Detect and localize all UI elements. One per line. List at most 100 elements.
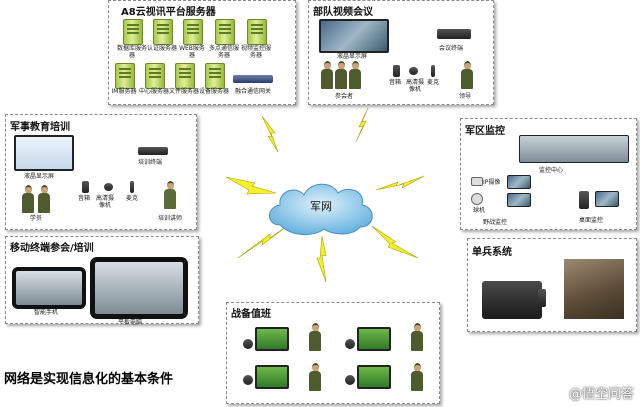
desktop-screen-icon [595, 191, 619, 207]
student-icon [38, 185, 50, 213]
monitor-center-label: 监控中心 [539, 167, 564, 174]
education-panel: 军事教育培训 液晶显示屏 培训终端 学员 音箱 高清摄像机 麦克 培训讲师 [5, 114, 197, 230]
server-label: IM服务器 [111, 88, 137, 95]
server-label: 多点通信服务器 [209, 45, 240, 59]
server-label: 认证服务器 [147, 45, 178, 52]
education-mic-label: 麦克 [126, 195, 139, 202]
education-screen-label: 液晶显示屏 [24, 173, 55, 180]
duty-officer-icon [309, 323, 321, 351]
monitor-center-icon [519, 135, 629, 163]
monitoring-panel: 军区监控 监控中心 IP摄像 球机 野战监控 桌面监控 [460, 118, 637, 230]
gateway-icon [233, 75, 273, 83]
field-terminal-icon [482, 281, 542, 319]
conference-panel: 部队视频会议 液晶显示屏 会议终端 参会者 音箱 高清摄像机 麦克 领导 [308, 0, 494, 105]
speaker-icon [393, 65, 400, 77]
servers-panel: A8云视讯平台服务器 数据库服务器 认证服务器 WEB服务器 多点通信服务器 视… [108, 0, 296, 105]
soldier-title: 单兵系统 [472, 247, 512, 258]
bolt-to-duty [316, 235, 327, 283]
server-label: 融合通信网关 [235, 88, 272, 95]
network-label: 军网 [310, 200, 332, 213]
network-cloud [269, 183, 373, 235]
bolt-to-education [225, 176, 277, 195]
server-icon [145, 63, 165, 89]
bolt-to-monitoring [375, 175, 425, 191]
server-icon [123, 19, 143, 45]
phone-label: 智能手机 [34, 309, 59, 316]
leader-label: 领导 [459, 93, 472, 100]
server-icon [115, 63, 135, 89]
headset-icon [243, 339, 253, 349]
desktop-tower-icon [579, 191, 589, 209]
duty-monitor-icon [255, 365, 289, 389]
server-icon [215, 19, 235, 45]
terminal-icon [138, 147, 168, 155]
conference-camera-label: 高清摄像机 [405, 79, 424, 93]
server-label: 文件服务器 [169, 88, 200, 95]
mic-icon [431, 65, 435, 77]
duty-officer-icon [411, 363, 423, 391]
participant-icon [321, 61, 333, 89]
field-screen-icon [507, 193, 531, 207]
server-label: WEB服务器 [179, 45, 205, 59]
ball-camera-label: 球机 [473, 207, 486, 214]
headset-icon [243, 375, 253, 385]
participant-label: 参会者 [335, 93, 354, 100]
bolt-to-mobile [237, 223, 291, 259]
server-icon [153, 19, 173, 45]
conference-audio-label: 音箱 [389, 79, 402, 86]
trainer-icon [164, 181, 176, 209]
participant-icon [349, 61, 361, 89]
trainer-label: 培训讲师 [158, 215, 183, 222]
education-terminal-label: 培训终端 [138, 159, 163, 166]
bolt-to-conference [355, 107, 369, 143]
server-label: 中心服务器 [139, 88, 170, 95]
education-title: 军事教育培训 [10, 122, 70, 133]
lcd-screen-icon [319, 19, 389, 53]
education-camera-label: 高清摄像机 [95, 195, 114, 209]
tablet-icon [90, 257, 188, 319]
duty-monitor-icon [357, 365, 391, 389]
soldier-photo [564, 259, 624, 319]
student-icon [22, 185, 34, 213]
duty-officer-icon [309, 363, 321, 391]
server-label: 视频监控服务器 [241, 45, 272, 59]
tablet-label: 平板电脑 [118, 319, 143, 326]
lcd-screen-icon [14, 135, 74, 171]
headset-icon [345, 375, 355, 385]
bolt-to-servers [261, 115, 279, 153]
conference-terminal-label: 会议终端 [439, 45, 464, 52]
conference-screen-label: 液晶显示屏 [337, 53, 368, 60]
mic-icon [130, 181, 134, 193]
server-label: 设备服务器 [199, 88, 230, 95]
mobile-title: 移动终端参会/培训 [10, 243, 94, 254]
smartphone-icon [12, 267, 86, 309]
server-label: 数据库服务器 [117, 45, 148, 59]
radio-icon [538, 289, 546, 307]
server-icon [247, 19, 267, 45]
field-monitor-label: 野战监控 [483, 219, 508, 226]
ip-camera-label: IP摄像 [483, 179, 501, 186]
mobile-panel: 移动终端参会/培训 智能手机 平板电脑 [5, 236, 199, 326]
participant-icon [335, 61, 347, 89]
server-icon [183, 19, 203, 45]
camera-icon [409, 67, 418, 75]
desktop-monitor-label: 桌面监控 [579, 217, 604, 224]
conference-title: 部队视频会议 [313, 7, 373, 18]
bolt-to-soldier [371, 225, 419, 259]
server-icon [175, 63, 195, 89]
monitoring-title: 军区监控 [465, 126, 505, 137]
camera-icon [104, 183, 113, 191]
ball-camera-icon [471, 193, 483, 205]
servers-title: A8云视讯平台服务器 [121, 7, 216, 18]
terminal-icon [437, 29, 471, 39]
conference-mic-label: 麦克 [427, 79, 440, 86]
duty-monitor-icon [255, 327, 289, 351]
duty-officer-icon [411, 323, 423, 351]
duty-monitor-icon [357, 327, 391, 351]
watermark: @悟空问答 [568, 387, 634, 402]
ip-camera-icon [471, 177, 483, 186]
leader-icon [461, 61, 473, 89]
duty-title: 战备值班 [231, 309, 271, 320]
speaker-icon [82, 181, 89, 193]
